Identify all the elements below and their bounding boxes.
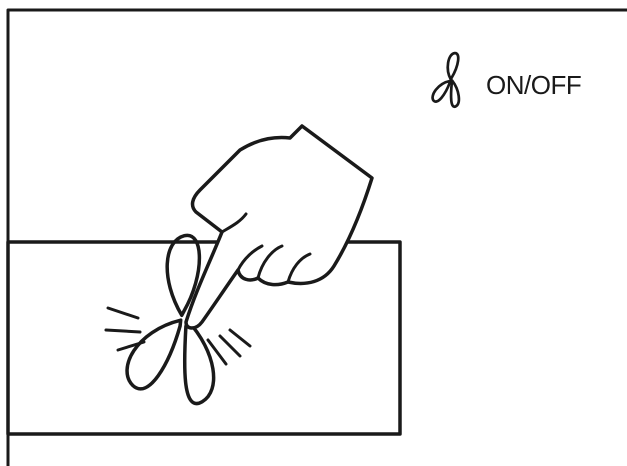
hand-pointer-icon	[186, 126, 372, 328]
press-motion-lines-right	[208, 330, 250, 364]
fan-icon	[421, 52, 474, 113]
on-off-label: ON/OFF	[486, 70, 581, 101]
press-motion-lines-left	[106, 308, 144, 350]
